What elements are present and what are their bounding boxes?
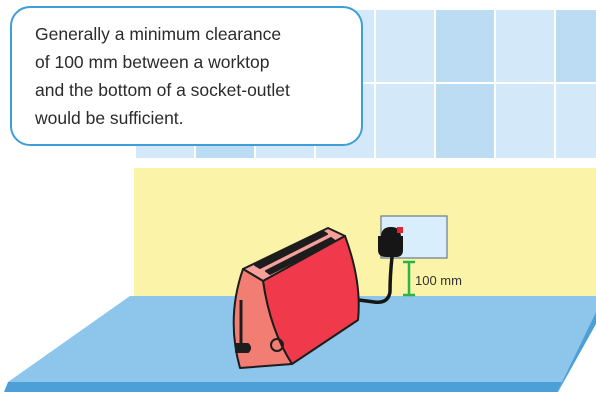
callout-line-1: Generally a minimum clearance	[35, 20, 343, 48]
info-callout: Generally a minimum clearance of 100 mm …	[10, 6, 363, 146]
callout-line-2: of 100 mm between a worktop	[35, 48, 343, 76]
dimension-label: 100 mm	[415, 273, 462, 288]
callout-line-4: would be sufficient.	[35, 104, 343, 132]
wall	[134, 168, 596, 298]
callout-line-3: and the bottom of a socket-outlet	[35, 76, 343, 104]
